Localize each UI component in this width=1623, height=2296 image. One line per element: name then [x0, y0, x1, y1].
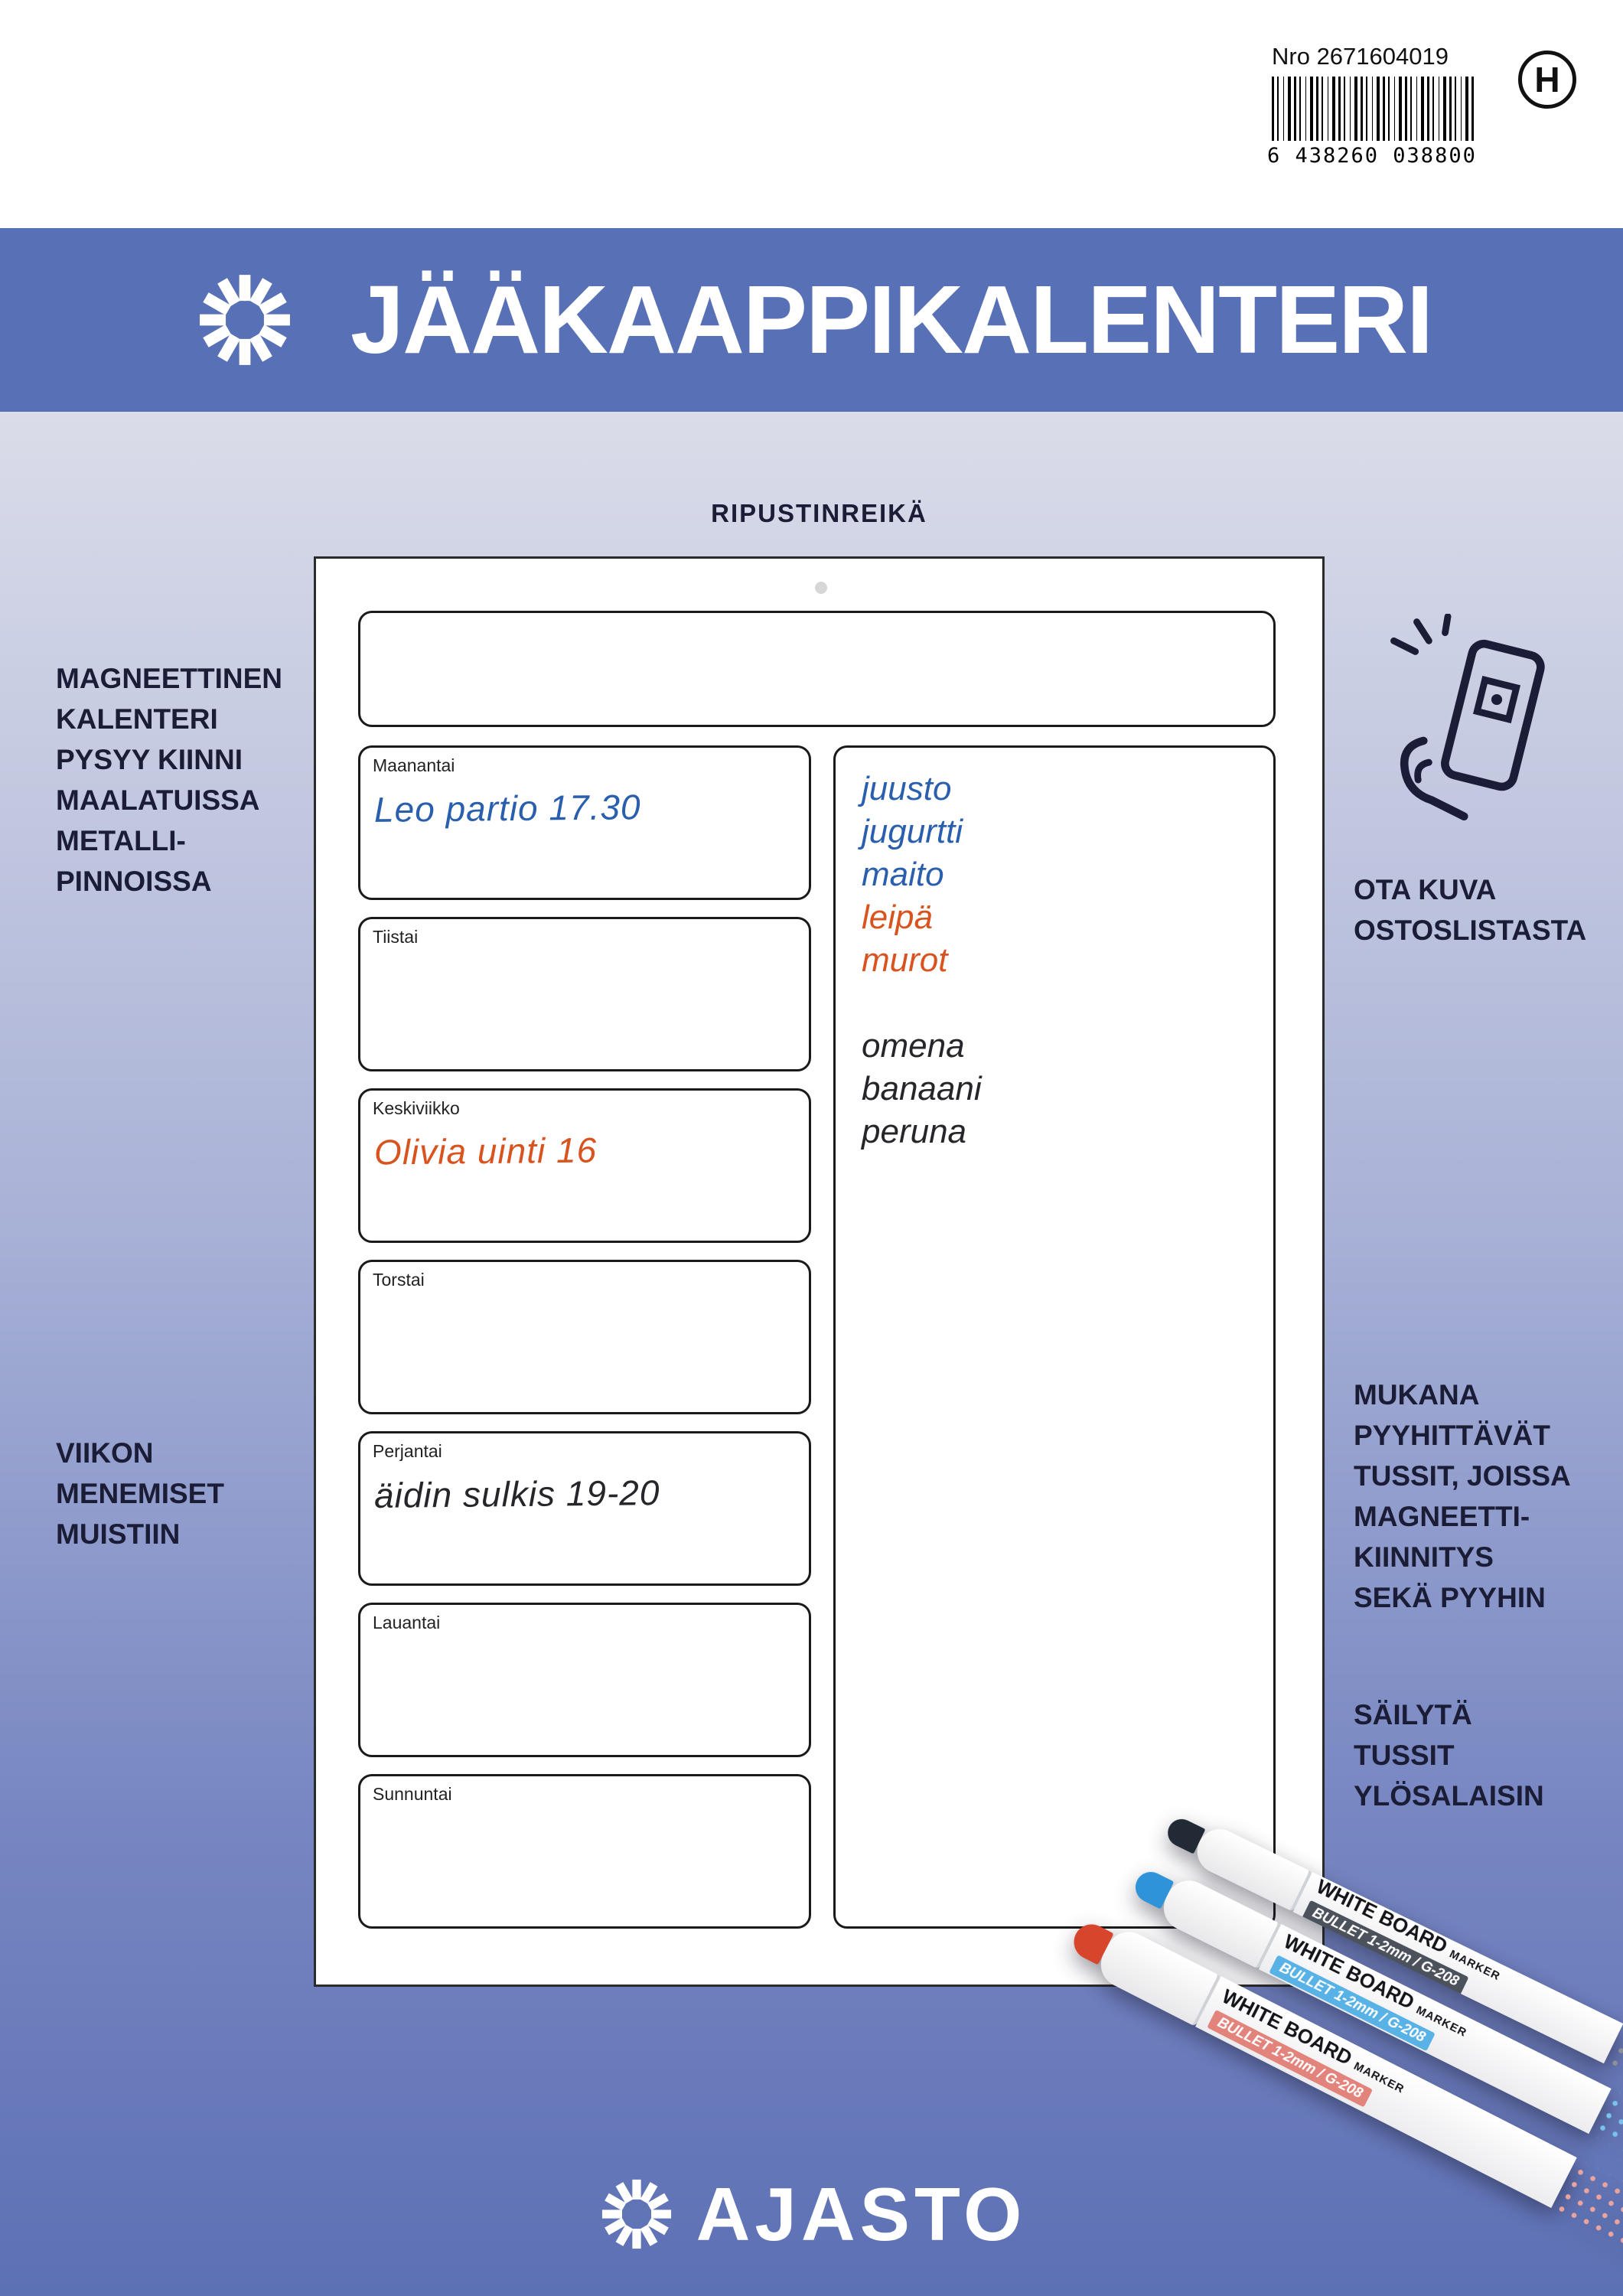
ajasto-sunburst-icon [601, 2179, 671, 2249]
shopping-list-item: jugurtti [862, 813, 963, 850]
shopping-list-box: juusto jugurtti maito leipä murot omena … [833, 745, 1276, 1929]
hang-hole [815, 582, 827, 594]
shopping-list-item: omena [862, 1027, 965, 1065]
barcode-digits: 6 438260 038800 [1267, 144, 1477, 168]
day-box-maanantai: Maanantai Leo partio 17.30 [358, 745, 811, 900]
day-note: äidin sulkis 19-20 [373, 1473, 660, 1515]
day-box-keskiviikko: Keskiviikko Olivia uinti 16 [358, 1088, 811, 1243]
h-mark-badge: H [1518, 51, 1576, 109]
barcode [1272, 77, 1477, 141]
callout-markers-included: MUKANA PYYHITTÄVÄT TUSSIT, JOISSA MAGNEE… [1354, 1379, 1571, 1613]
shopping-list-item: peruna [862, 1113, 967, 1150]
day-box-sunnuntai: Sunnuntai [358, 1774, 811, 1929]
footer-brand-name: AJASTO [696, 2172, 1027, 2256]
callout-week-notes: VIIKON MENEMISET MUISTIIN [56, 1437, 224, 1550]
day-label: Maanantai [373, 755, 455, 775]
callout-magnetic: MAGNEETTINEN KALENTERI PYSYY KIINNI MAAL… [56, 663, 282, 897]
product-title: JÄÄKAAPPIKALENTERI [350, 266, 1433, 373]
shopping-list-item: juusto [862, 770, 952, 807]
day-box-torstai: Torstai [358, 1260, 811, 1414]
callout-store-tips: SÄILYTÄ TUSSIT YLÖSALAISIN [1354, 1699, 1544, 1812]
day-note: Leo partio 17.30 [373, 787, 641, 830]
board-title-box [358, 611, 1276, 727]
day-label: Sunnuntai [373, 1784, 452, 1804]
top-band: Nro 2671604019 6 438260 038800 H [0, 0, 1623, 228]
shopping-list-spacer [862, 982, 1273, 1025]
footer-brand-lockup: AJASTO [0, 2172, 1623, 2256]
calendar-board: Maanantai Leo partio 17.30 Tiistai Keski… [314, 556, 1325, 1987]
phone-camera-icon [1390, 614, 1545, 820]
ajasto-sunburst-icon [200, 275, 290, 365]
day-box-perjantai: Perjantai äidin sulkis 19-20 [358, 1431, 811, 1586]
day-box-lauantai: Lauantai [358, 1603, 811, 1757]
shopping-list-item: maito [862, 856, 944, 893]
day-label: Torstai [373, 1270, 425, 1290]
callout-photo: OTA KUVA OSTOSLISTASTA [1354, 874, 1587, 946]
shopping-list-item: leipä [862, 899, 933, 936]
day-label: Keskiviikko [373, 1098, 460, 1118]
shopping-list-item: banaani [862, 1070, 982, 1107]
header-band: JÄÄKAAPPIKALENTERI [0, 228, 1623, 412]
hang-hole-label: RIPUSTINREIKÄ [711, 499, 927, 527]
shopping-list-item: murot [862, 941, 948, 979]
day-label: Lauantai [373, 1613, 441, 1632]
day-note: Olivia uinti 16 [373, 1130, 598, 1172]
day-box-tiistai: Tiistai [358, 917, 811, 1071]
day-label: Tiistai [373, 927, 419, 947]
product-number: Nro 2671604019 [1272, 43, 1449, 70]
day-label: Perjantai [373, 1441, 442, 1461]
